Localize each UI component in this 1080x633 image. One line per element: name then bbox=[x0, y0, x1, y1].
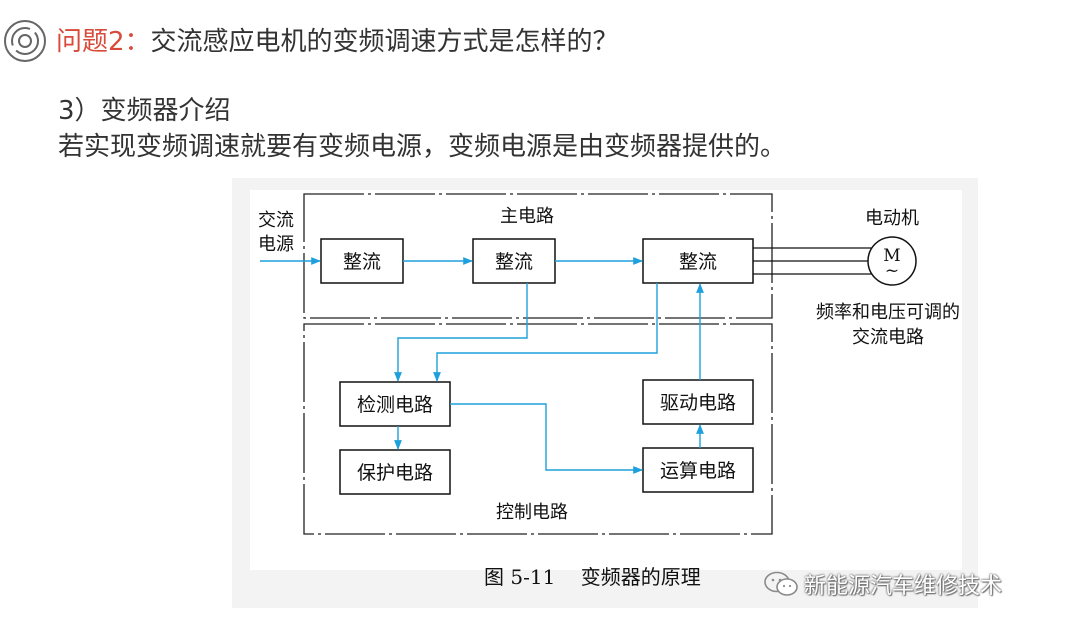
main-circuit-box bbox=[303, 193, 773, 319]
question-prefix: 问题2： bbox=[56, 27, 151, 57]
protect-circuit-label: 保护电路 bbox=[357, 462, 433, 484]
drive-circuit-block bbox=[642, 379, 754, 425]
motor-symbol-letter: M bbox=[883, 246, 900, 266]
rectifier-block-1 bbox=[320, 238, 404, 284]
motor-symbol bbox=[867, 236, 917, 286]
wechat-icon bbox=[764, 571, 798, 596]
section-title: 3）变频器介绍 bbox=[58, 96, 231, 126]
question-text: 交流感应电机的变频调速方式是怎样的？ bbox=[150, 27, 619, 57]
inverter-principle-figure: 主电路 控制电路 交流 电源 整流 整流 整流 电动机 M ~ 频率和电压可调的… bbox=[232, 178, 978, 608]
ac-source-label-line1: 交流 bbox=[258, 210, 294, 231]
rectifier-block-2 bbox=[472, 238, 556, 284]
motor-symbol-wave: ~ bbox=[885, 261, 899, 281]
rectifier-label-2: 整流 bbox=[495, 251, 533, 273]
protect-circuit-block bbox=[339, 449, 451, 495]
control-circuit-label: 控制电路 bbox=[496, 502, 568, 523]
target-circle-icon bbox=[4, 20, 46, 62]
control-circuit-box bbox=[303, 323, 773, 535]
ac-source-label-line2: 电源 bbox=[258, 234, 294, 255]
main-circuit-label: 主电路 bbox=[500, 206, 554, 227]
watermark: 新能源汽车维修技术 bbox=[762, 566, 1002, 602]
rectifier-label-1: 整流 bbox=[343, 251, 381, 273]
output-label-line1: 频率和电压可调的 bbox=[816, 302, 960, 323]
inverter-diagram: 主电路 控制电路 交流 电源 整流 整流 整流 电动机 M ~ 频率和电压可调的… bbox=[250, 190, 962, 589]
arrow-detect-to-compute bbox=[450, 403, 643, 474]
compute-circuit-label: 运算电路 bbox=[660, 460, 736, 482]
figure-caption: 图 5-11 变频器的原理 bbox=[484, 565, 701, 589]
rectifier-label-3: 整流 bbox=[679, 251, 717, 273]
arrow-rectifier3-to-detect bbox=[433, 283, 658, 382]
motor-label: 电动机 bbox=[865, 208, 919, 229]
arrow-rectifier2-to-detect bbox=[394, 283, 528, 382]
drive-circuit-label: 驱动电路 bbox=[660, 392, 736, 414]
watermark-text: 新能源汽车维修技术 bbox=[804, 574, 1003, 599]
question-heading: 问题2：交流感应电机的变频调速方式是怎样的？ bbox=[56, 24, 619, 60]
detect-circuit-block bbox=[339, 381, 451, 427]
rectifier-block-3 bbox=[642, 238, 754, 284]
compute-circuit-block bbox=[642, 447, 754, 493]
detect-circuit-label: 检测电路 bbox=[357, 394, 433, 416]
section-body: 若实现变频调速就要有变频电源，变频电源是由变频器提供的。 bbox=[58, 132, 787, 162]
output-label-line2: 交流电路 bbox=[852, 327, 924, 348]
